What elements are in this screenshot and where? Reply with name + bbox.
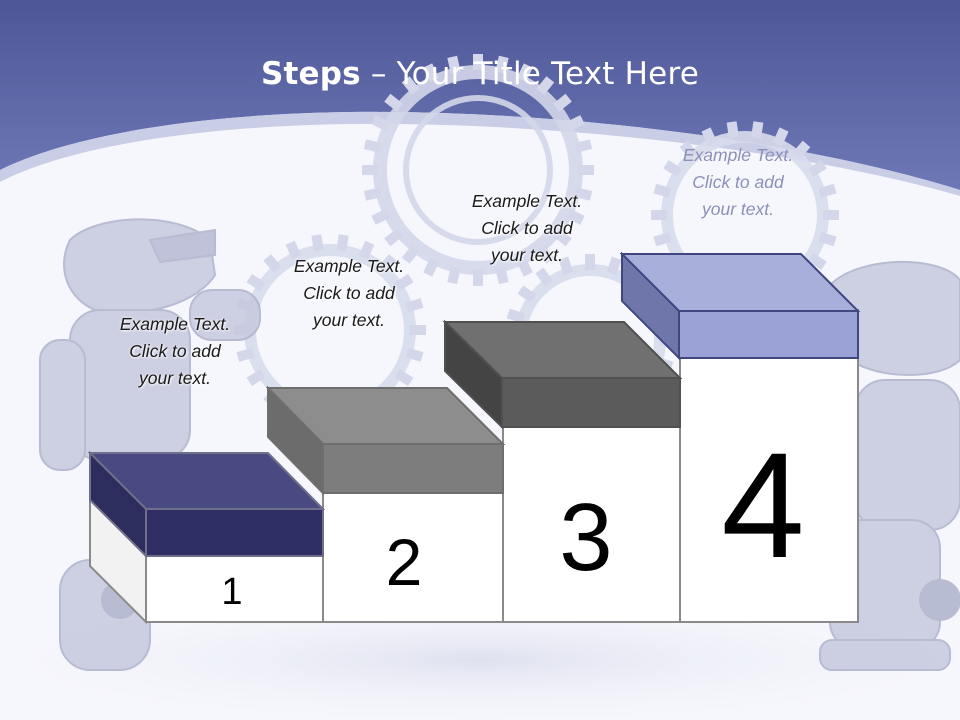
caption-line: Example Text. (682, 145, 794, 165)
caption-line: your text. (139, 368, 211, 388)
gear-tooth (818, 232, 837, 247)
caption-line: Click to add (303, 283, 395, 303)
caption-line: your text. (491, 245, 563, 265)
gear-tooth (285, 240, 302, 260)
step-4-number: 4 (721, 421, 804, 589)
gear-tooth (384, 228, 403, 247)
gear-tooth (653, 232, 672, 247)
step-4-slab (619, 251, 861, 361)
step-4-caption[interactable]: Example Text. Click to add your text. (653, 142, 823, 223)
gear-tooth (363, 187, 382, 201)
gear-tooth (578, 165, 594, 175)
gear-tooth (410, 325, 426, 335)
gear-tooth (679, 140, 698, 160)
gear-tooth (362, 165, 378, 175)
gear-tooth (405, 298, 424, 313)
gear-tooth (336, 234, 349, 252)
gear-tooth (401, 76, 420, 95)
header-accent-curve (0, 111, 960, 196)
gear-tooth (536, 76, 555, 95)
gear-tooth (585, 254, 595, 270)
slide-title[interactable]: Steps – Your Title Text Here (0, 56, 960, 92)
gear-tooth (447, 266, 461, 285)
header-band (0, 0, 960, 190)
gear-tooth (516, 63, 533, 83)
gear-tooth (423, 63, 440, 83)
gear-tooth (371, 208, 391, 225)
caption-line: Click to add (129, 341, 221, 361)
caption-line: your text. (702, 199, 774, 219)
gear-tooth (517, 285, 537, 303)
gear-tooth (394, 369, 414, 387)
gear-tooth (606, 256, 622, 275)
gear-tooth (535, 267, 553, 287)
step-3-caption[interactable]: Example Text. Click to add your text. (442, 188, 612, 269)
gear-tooth (246, 273, 266, 291)
gear-tooth (236, 347, 255, 362)
caption-line: Example Text. (471, 191, 583, 211)
gear-tooth (495, 55, 509, 74)
gear-tooth (651, 210, 667, 220)
gear-tooth (447, 55, 461, 74)
gear-tooth (558, 256, 574, 275)
caption-line: your text. (313, 310, 385, 330)
gear-tooth (726, 121, 739, 139)
gear-tooth (378, 254, 397, 273)
gear-tooth (358, 240, 375, 260)
gear-tooth (311, 234, 324, 252)
gear-tooth (653, 183, 672, 198)
gear-tooth (792, 140, 811, 160)
step-2-caption[interactable]: Example Text. Click to add your text. (264, 253, 434, 334)
gear-tooth (823, 210, 839, 220)
caption-line: Example Text. (293, 256, 405, 276)
caption-line: Click to add (481, 218, 573, 238)
step-1-caption[interactable]: Example Text. Click to add your text. (90, 311, 260, 392)
gear-tooth (536, 245, 555, 264)
gear-tooth (423, 257, 440, 277)
step-2-number: 2 (386, 525, 423, 599)
gear-tooth (807, 252, 827, 271)
gear-tooth (565, 115, 585, 132)
gear-tooth (363, 139, 382, 153)
gear-tooth (553, 228, 572, 247)
gear-tooth (516, 257, 533, 277)
gear-icon-large (373, 65, 583, 275)
gear-tooth (473, 54, 483, 70)
step-3-number: 3 (559, 484, 612, 591)
gear-tooth (401, 245, 420, 264)
gear-tooth (574, 139, 593, 153)
step-1-slab (87, 450, 326, 559)
caption-line: Example Text. (119, 314, 231, 334)
gear-tooth (246, 369, 266, 387)
gear-tooth (495, 266, 509, 285)
gear-tooth (553, 93, 572, 112)
gear-tooth (565, 208, 585, 225)
gear-tooth (263, 254, 282, 273)
gear-tooth (807, 159, 827, 178)
gear-tooth (384, 93, 403, 112)
gear-tooth (405, 347, 424, 362)
gear-tooth (701, 127, 718, 147)
gear-tooth (772, 127, 789, 147)
title-bold: Steps (260, 56, 361, 92)
step-1-number: 1 (221, 571, 242, 613)
step-2-slab (265, 385, 506, 496)
caption-line: Click to add (692, 172, 784, 192)
title-rest: – Your Title Text Here (360, 56, 699, 92)
step-4-front (679, 309, 859, 623)
gear-tooth (818, 183, 837, 198)
gear-tooth (473, 270, 483, 286)
gear-tooth (574, 187, 593, 201)
gear-tooth (394, 273, 414, 291)
gear-tooth (663, 159, 683, 178)
gear-tooth (751, 121, 764, 139)
gear-tooth (506, 308, 525, 324)
gear-tooth (371, 115, 391, 132)
step-3-slab (442, 319, 683, 430)
